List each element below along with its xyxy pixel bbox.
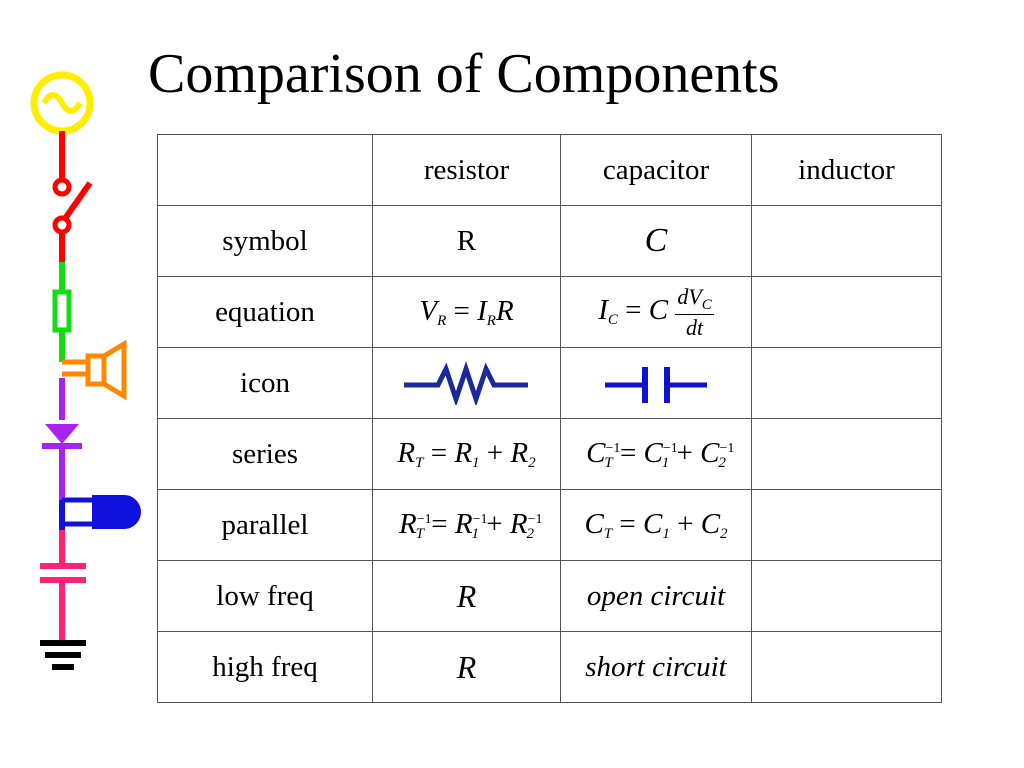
- symbol-inductor: [751, 205, 942, 277]
- circuit-decoration: [30, 71, 141, 670]
- table-row-symbol: symbol R C: [157, 205, 942, 277]
- parallel-resistor: R−1T = R−11 + R−12: [372, 489, 561, 561]
- capacitor-plates-icon: [605, 367, 707, 403]
- high-freq-resistor: R: [372, 631, 561, 703]
- equation-capacitor: IC = C dVC dt: [560, 276, 752, 348]
- header-capacitor: capacitor: [560, 134, 752, 206]
- low-freq-capacitor: open circuit: [560, 560, 752, 632]
- comparison-table: resistor capacitor inductor symbol R C e…: [157, 134, 942, 703]
- icon-resistor: [372, 347, 561, 419]
- symbol-resistor: R: [372, 205, 561, 277]
- icon-inductor: [751, 347, 942, 419]
- row-label-series: series: [157, 418, 373, 490]
- ac-source-icon: [30, 71, 94, 135]
- header-inductor: inductor: [751, 134, 942, 206]
- derivative-fraction: dVC dt: [675, 283, 714, 340]
- ground-icon: [40, 640, 86, 670]
- table-row-series: series RT = R1 + R2 C−1T = C−11 + C−12: [157, 418, 942, 490]
- high-freq-capacitor: short circuit: [560, 631, 752, 703]
- corner-cell: [157, 134, 373, 206]
- table-row-low-freq: low freq R open circuit: [157, 560, 942, 632]
- parallel-capacitor: CT = C1 + C2: [560, 489, 752, 561]
- row-label-equation: equation: [157, 276, 373, 348]
- speaker-icon: [62, 339, 127, 401]
- resistor-icon: [52, 262, 72, 362]
- table-row-icon: icon: [157, 347, 942, 419]
- header-row: resistor capacitor inductor: [157, 134, 942, 206]
- capacitor-icon: [40, 530, 86, 640]
- page-title: Comparison of Components: [148, 43, 780, 105]
- low-freq-resistor: R: [372, 560, 561, 632]
- high-freq-inductor: [751, 631, 942, 703]
- row-label-high-freq: high freq: [157, 631, 373, 703]
- parallel-inductor: [751, 489, 942, 561]
- series-inductor: [751, 418, 942, 490]
- table-row-equation: equation VR = IRR IC = C dVC dt: [157, 276, 942, 348]
- diode-icon: [42, 378, 82, 500]
- row-label-icon: icon: [157, 347, 373, 419]
- row-label-symbol: symbol: [157, 205, 373, 277]
- symbol-capacitor: C: [560, 205, 752, 277]
- row-label-parallel: parallel: [157, 489, 373, 561]
- equation-resistor: VR = IRR: [372, 276, 561, 348]
- resistor-zigzag-icon: [403, 361, 528, 405]
- switch-icon: [52, 131, 93, 262]
- led-icon: [59, 495, 141, 530]
- table-row-parallel: parallel R−1T = R−11 + R−12 CT = C1 + C2: [157, 489, 942, 561]
- table-row-high-freq: high freq R short circuit: [157, 631, 942, 703]
- series-capacitor: C−1T = C−11 + C−12: [560, 418, 752, 490]
- equation-inductor: [751, 276, 942, 348]
- low-freq-inductor: [751, 560, 942, 632]
- header-resistor: resistor: [372, 134, 561, 206]
- icon-capacitor: [560, 347, 752, 419]
- series-resistor: RT = R1 + R2: [372, 418, 561, 490]
- row-label-low-freq: low freq: [157, 560, 373, 632]
